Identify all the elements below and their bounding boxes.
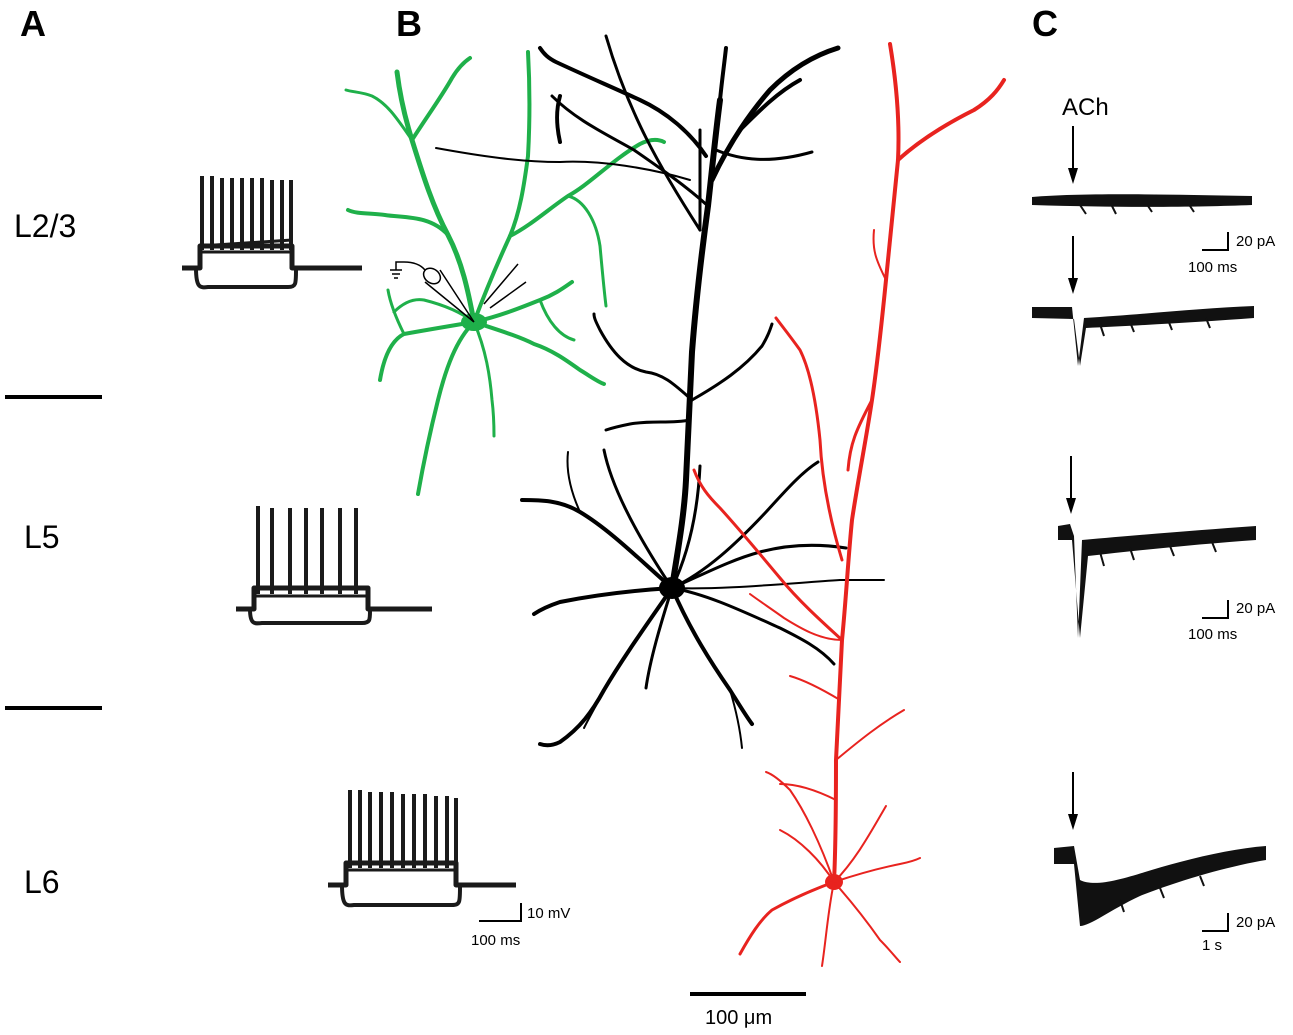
green-neuron (344, 50, 666, 496)
firing-trace-l6 (328, 790, 516, 908)
current-trace-4 (1054, 846, 1266, 926)
current-trace-3 (1058, 524, 1256, 638)
voltage-scale-bar (479, 903, 522, 922)
current-scale-label-2: 20 pA (1236, 600, 1276, 617)
current-scale-bar-2 (1202, 600, 1229, 619)
current-trace-2 (1032, 306, 1254, 366)
voltage-scale-label: 10 mV (527, 905, 571, 922)
stimulus-label: ACh (1062, 94, 1109, 121)
current-scale-bar-3 (1202, 913, 1229, 932)
black-neuron (435, 34, 885, 749)
panel-label-b: B (396, 3, 422, 44)
morphology-scale-label: 100 μm (705, 1007, 773, 1029)
current-scale-label-3: 20 pA (1236, 914, 1276, 931)
current-time-label-3: 1 s (1202, 937, 1223, 954)
current-scale-label-1: 20 pA (1236, 233, 1276, 250)
current-trace-1 (1032, 194, 1252, 215)
red-neuron (692, 42, 1006, 967)
layer-label-l6: L6 (24, 864, 60, 900)
panel-label-c: C (1032, 3, 1058, 44)
firing-trace-l23 (182, 176, 362, 290)
current-scale-bar-1 (1202, 232, 1229, 251)
current-time-label-2: 100 ms (1188, 626, 1238, 643)
ground-icon (390, 269, 402, 279)
layer-label-l23: L2/3 (14, 208, 77, 244)
panel-label-a: A (20, 3, 46, 44)
stimulating-electrode-icon (483, 263, 527, 309)
current-time-label-1: 100 ms (1188, 259, 1238, 276)
voltage-time-label: 100 ms (471, 932, 521, 949)
patch-pipette-icon (395, 261, 475, 323)
stimulus-arrow-icon (1066, 126, 1078, 830)
firing-trace-l5 (236, 506, 432, 626)
layer-label-l5: L5 (24, 519, 60, 555)
